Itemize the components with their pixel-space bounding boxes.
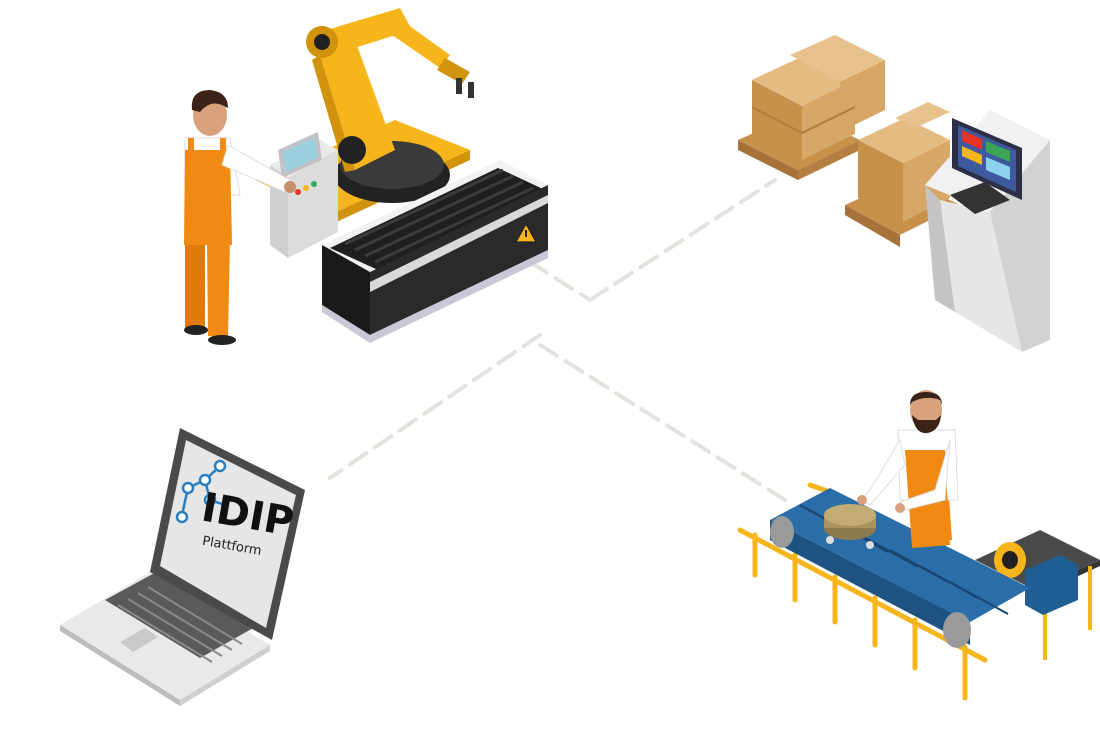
laptop-icon — [60, 428, 305, 706]
worker-sorting-icon — [857, 390, 959, 548]
conveyor-belt-black — [322, 160, 548, 343]
warehouse-boxes-icon — [738, 35, 960, 247]
sorting-conveyor-icon — [737, 482, 1100, 701]
connector-lines — [328, 178, 787, 502]
warning-sign-icon — [514, 222, 538, 243]
connector-hub-to-laptop — [328, 333, 542, 480]
control-panel — [270, 132, 338, 258]
terminal-kiosk-icon — [925, 110, 1050, 352]
worker-icon — [184, 90, 296, 345]
connector-robot-to-hub — [528, 260, 592, 302]
connector-hub-to-warehouse — [588, 178, 777, 302]
network-nodes-icon — [175, 459, 227, 524]
connector-hub-to-sorting — [538, 343, 787, 502]
